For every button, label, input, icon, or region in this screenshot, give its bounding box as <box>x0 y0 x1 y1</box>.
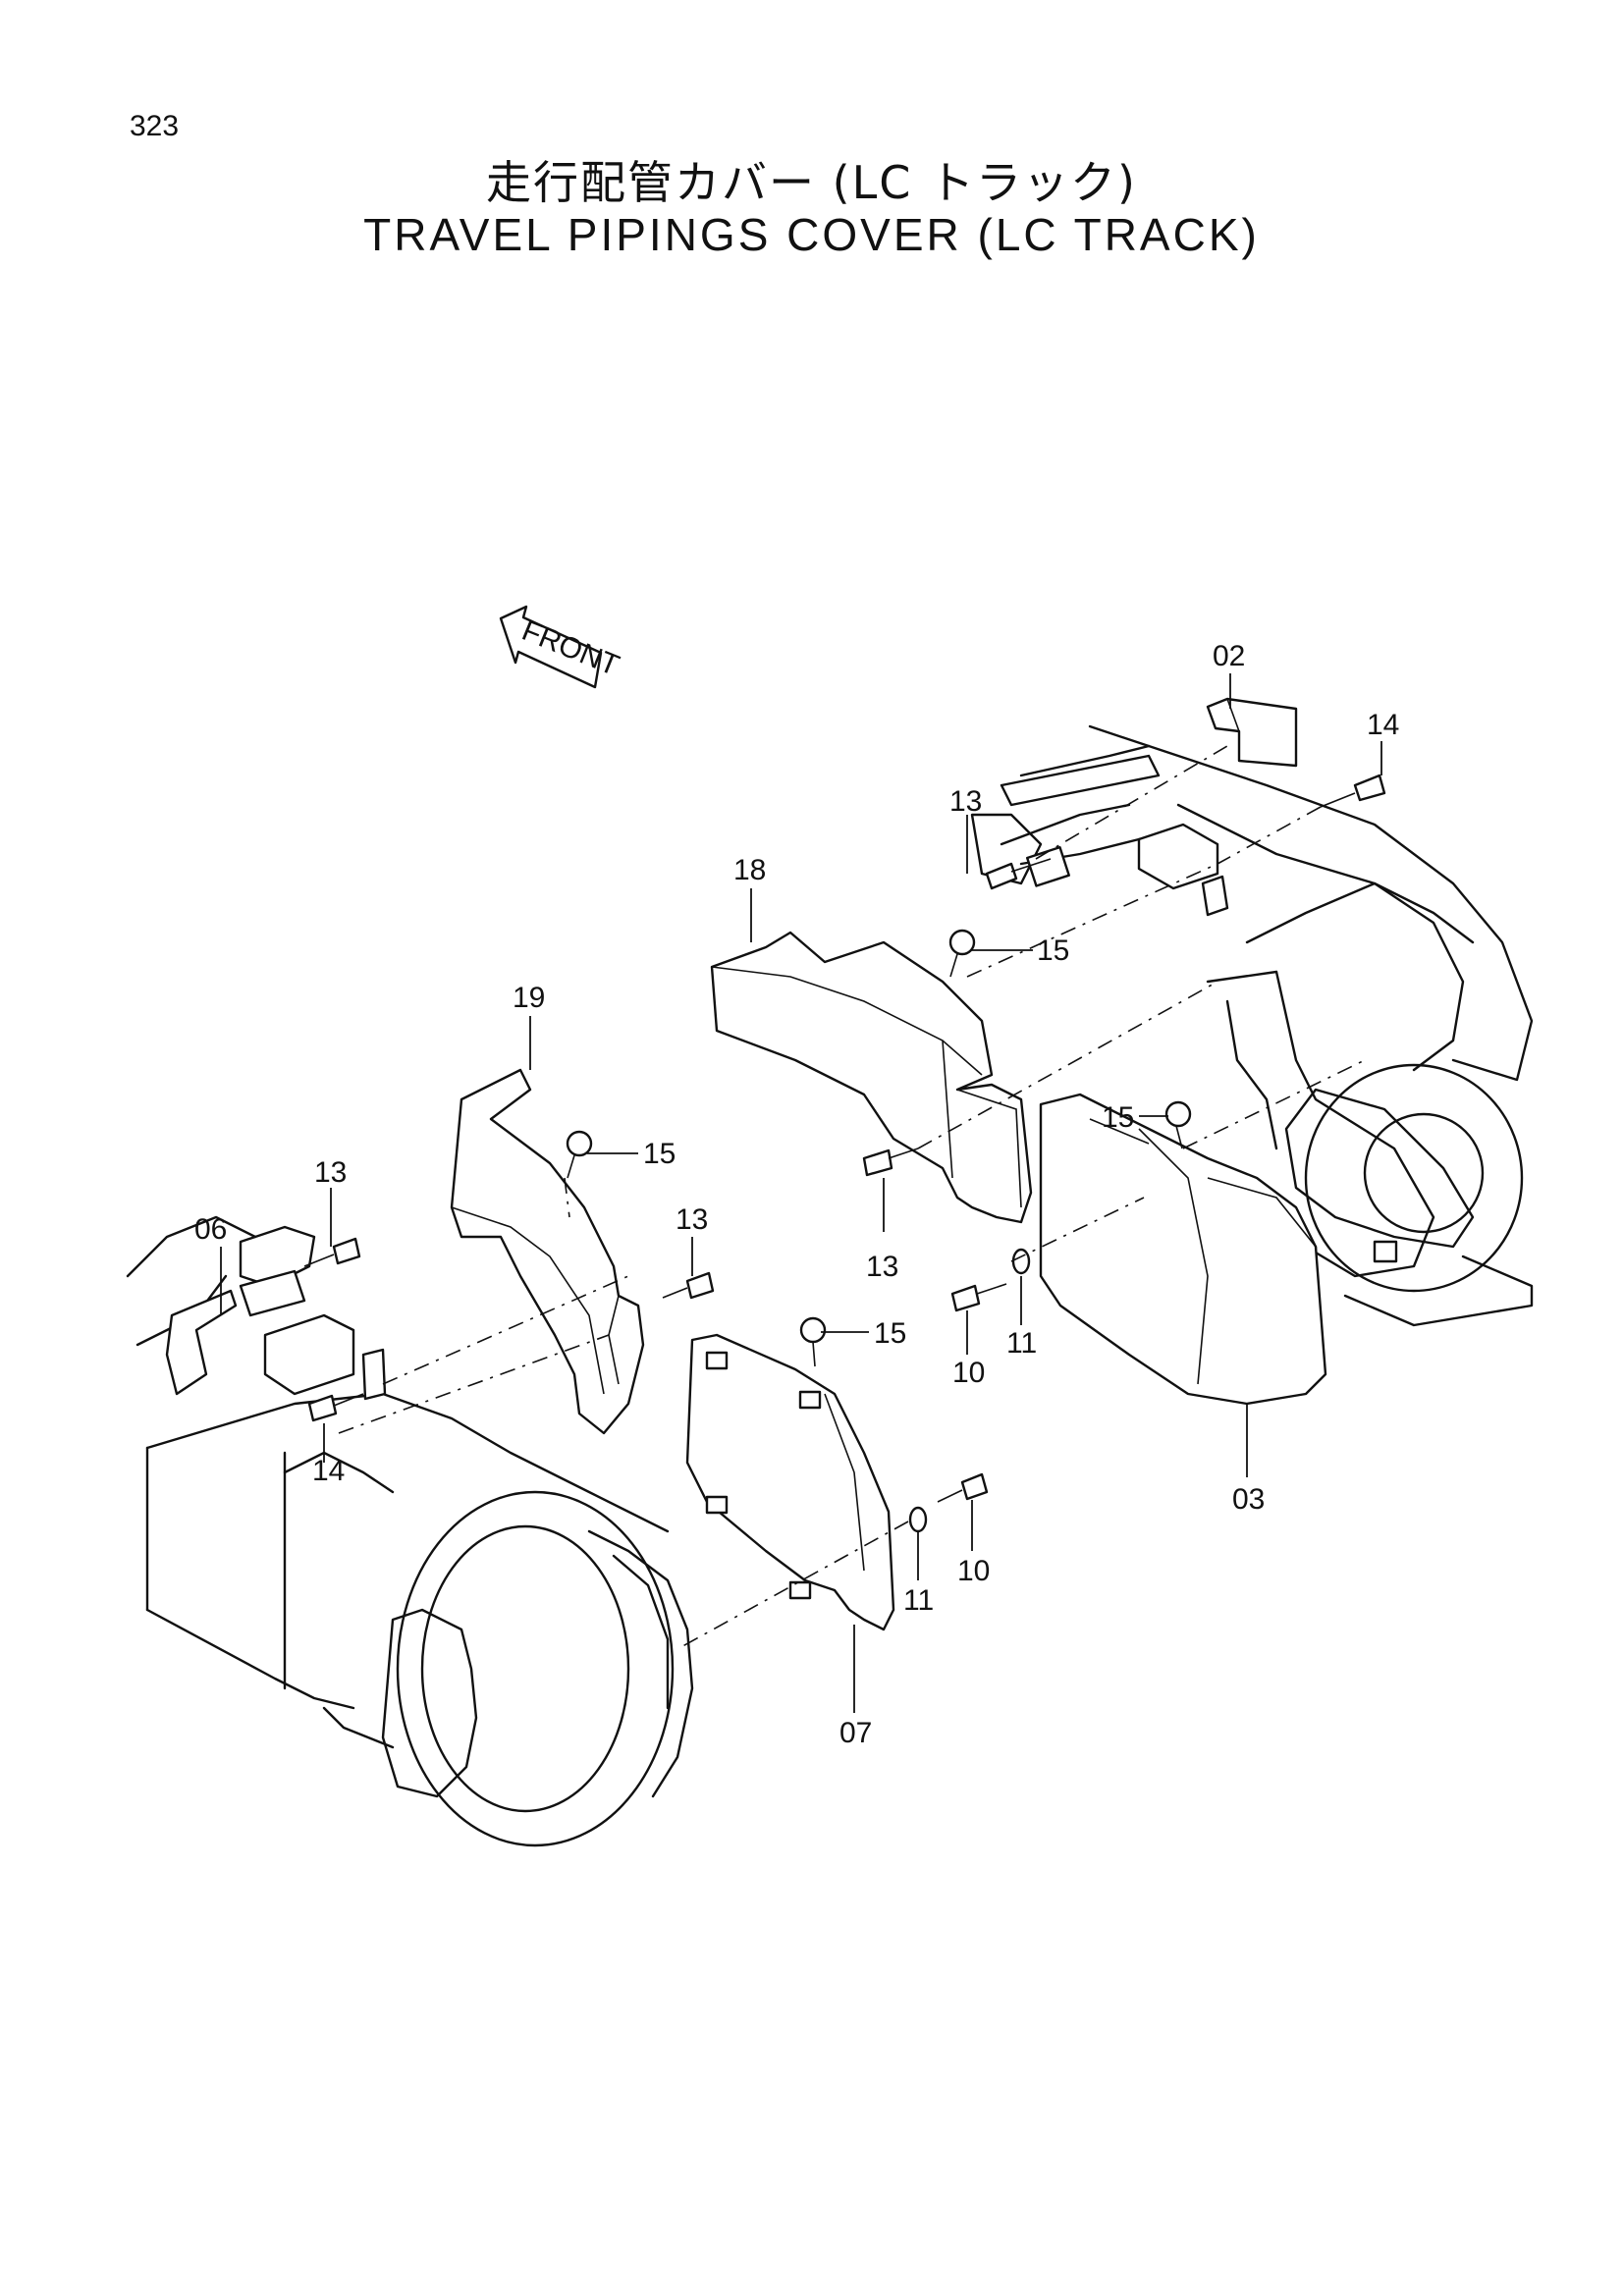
title-japanese: 走行配管カバー (LC トラック) <box>486 156 1137 209</box>
callout-14-left: 14 <box>312 1455 345 1487</box>
part-07-cover <box>685 1333 895 1631</box>
washer-11-right <box>1011 1248 1031 1275</box>
part-03-cover <box>1039 1093 1327 1406</box>
callout-11-lower: 11 <box>903 1584 934 1617</box>
callout-11-right: 11 <box>1006 1327 1037 1360</box>
callout-15-left: 15 <box>643 1138 676 1170</box>
callout-02: 02 <box>1213 640 1245 672</box>
callout-13-left: 13 <box>314 1156 347 1189</box>
callout-15-upper: 15 <box>1037 934 1069 967</box>
callout-18: 18 <box>733 854 766 886</box>
bolt-10-lower <box>937 1472 989 1503</box>
callout-13-mid: 13 <box>866 1251 898 1283</box>
bolt-10-right <box>950 1283 1007 1312</box>
callout-13-top: 13 <box>949 785 982 818</box>
bolt-13-center <box>662 1271 715 1300</box>
washer-11-lower <box>908 1506 928 1533</box>
part-02-bracket <box>1206 697 1298 768</box>
callout-13-center: 13 <box>676 1203 708 1236</box>
front-arrow-icon: FRONT <box>499 605 623 689</box>
bolt-15-left <box>566 1130 593 1179</box>
bolt-13-top <box>985 858 1052 890</box>
bolt-13-left <box>303 1237 361 1267</box>
leader-lines <box>220 673 1382 1713</box>
bolt-14-top <box>1320 774 1386 808</box>
assembly-lines <box>338 745 1366 1650</box>
left-track-frame <box>126 1215 694 1847</box>
callout-10-lower: 10 <box>957 1555 990 1587</box>
bolt-13-mid <box>862 1148 919 1177</box>
callout-07: 07 <box>839 1717 872 1749</box>
bolt-15-right <box>1164 1100 1192 1149</box>
part-19-cover <box>450 1068 645 1435</box>
part-18-cover <box>710 931 1033 1224</box>
bolt-15-upper <box>948 929 976 978</box>
page-number: 323 <box>130 110 180 142</box>
callouts: 02 14 13 18 15 15 19 15 13 06 13 13 15 1… <box>194 640 1399 1749</box>
callout-15-right: 15 <box>1102 1101 1134 1134</box>
callout-15-center: 15 <box>874 1317 906 1350</box>
title-english: TRAVEL PIPINGS COVER (LC TRACK) <box>363 209 1260 260</box>
callout-14-top: 14 <box>1367 709 1399 741</box>
left-pipe-clamps <box>165 1225 387 1401</box>
bolt-15-center <box>799 1316 827 1367</box>
callout-03: 03 <box>1232 1483 1265 1516</box>
bolt-14-left <box>307 1393 364 1422</box>
upper-pipe-clamps <box>970 754 1229 917</box>
callout-06: 06 <box>194 1213 227 1246</box>
callout-10-right: 10 <box>952 1357 985 1389</box>
callout-19: 19 <box>513 982 545 1014</box>
front-label: FRONT <box>517 614 623 682</box>
